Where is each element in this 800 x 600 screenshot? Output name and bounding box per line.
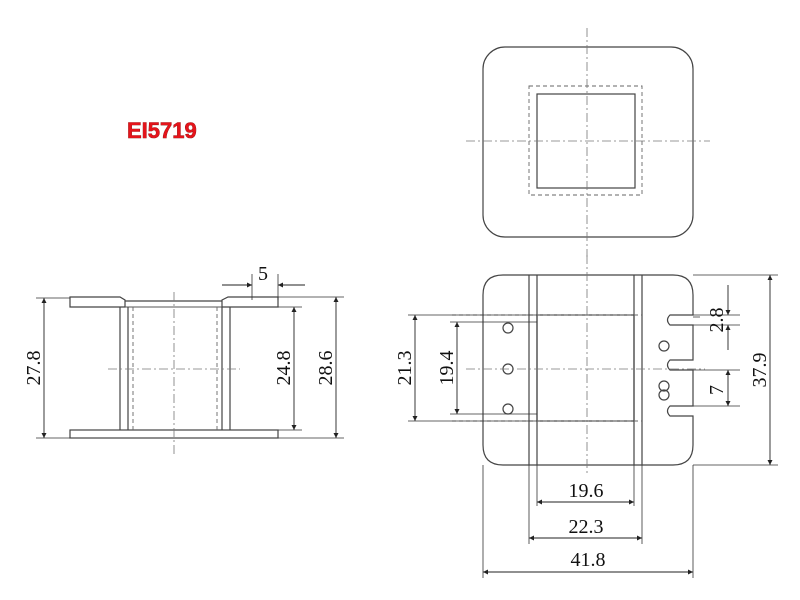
top-view — [466, 28, 710, 257]
side-view: 27.8 5 24.8 28.6 — [23, 263, 344, 455]
side-top-flange-right — [221, 296, 279, 308]
dim-19-6: 19.6 — [569, 480, 604, 502]
dim-21-3: 21.3 — [394, 351, 416, 386]
dim-7: 7 — [706, 385, 728, 395]
pin-hole — [658, 389, 670, 401]
dim-22-3: 22.3 — [569, 516, 604, 538]
dim-28-6: 28.6 — [315, 351, 337, 386]
pin-hole — [502, 322, 514, 334]
dim-19-4: 19.4 — [436, 351, 458, 386]
pin-hole — [502, 403, 514, 415]
dim-5: 5 — [258, 263, 268, 285]
front-core-window — [536, 314, 635, 422]
dim-27-8: 27.8 — [23, 351, 45, 386]
top-view-outer — [482, 46, 694, 238]
part-title: EI5719 — [127, 118, 197, 143]
top-view-hidden-square — [528, 85, 643, 196]
pin-hole — [658, 380, 670, 392]
dim-24-8: 24.8 — [273, 351, 295, 386]
dim-37-9: 37.9 — [749, 353, 771, 388]
dim-41-8: 41.8 — [571, 549, 606, 571]
front-view-outer — [482, 274, 694, 466]
front-view: 21.3 19.4 2.8 7 37.9 19.6 22. — [394, 255, 778, 578]
dim-2-8: 2.8 — [706, 308, 728, 333]
side-top-flange-left — [69, 296, 126, 308]
pin-hole — [658, 340, 670, 352]
